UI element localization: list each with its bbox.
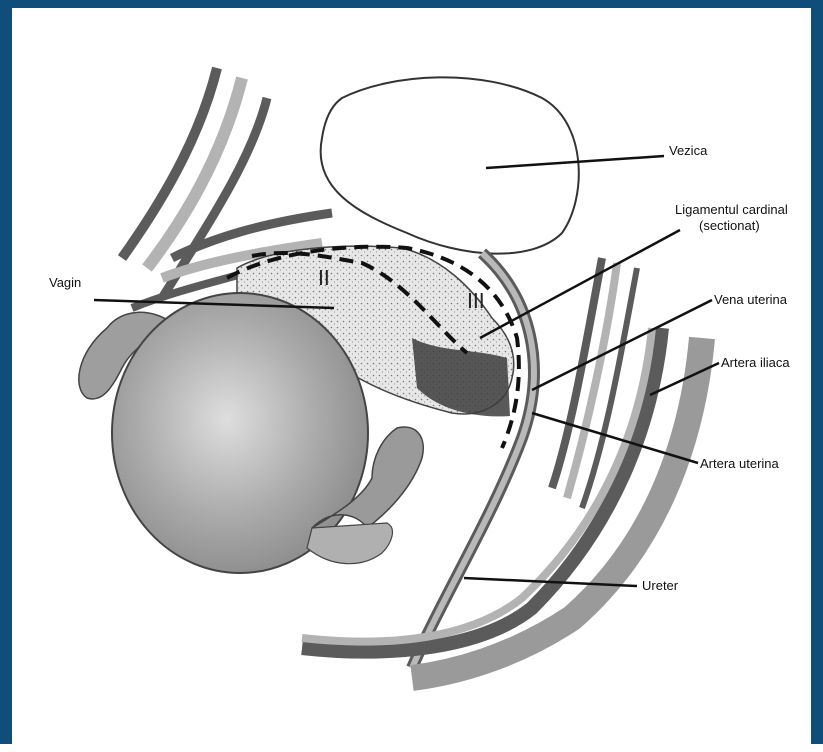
anatomy-diagram: II III Vezica Ligamentul cardinal (secti… (12, 8, 823, 752)
label-vagin: Vagin (49, 275, 81, 290)
label-ureter: Ureter (642, 578, 679, 593)
label-ligament-line1: Ligamentul cardinal (675, 202, 788, 217)
label-ligament-line2: (sectionat) (699, 218, 760, 233)
level-marker-2: II (318, 266, 330, 290)
level-marker-3: III (467, 289, 485, 313)
label-vena-uterina: Vena uterina (714, 292, 788, 307)
label-vezica: Vezica (669, 143, 708, 158)
label-artera-uterina: Artera uterina (700, 456, 780, 471)
label-artera-iliaca: Artera iliaca (721, 355, 790, 370)
